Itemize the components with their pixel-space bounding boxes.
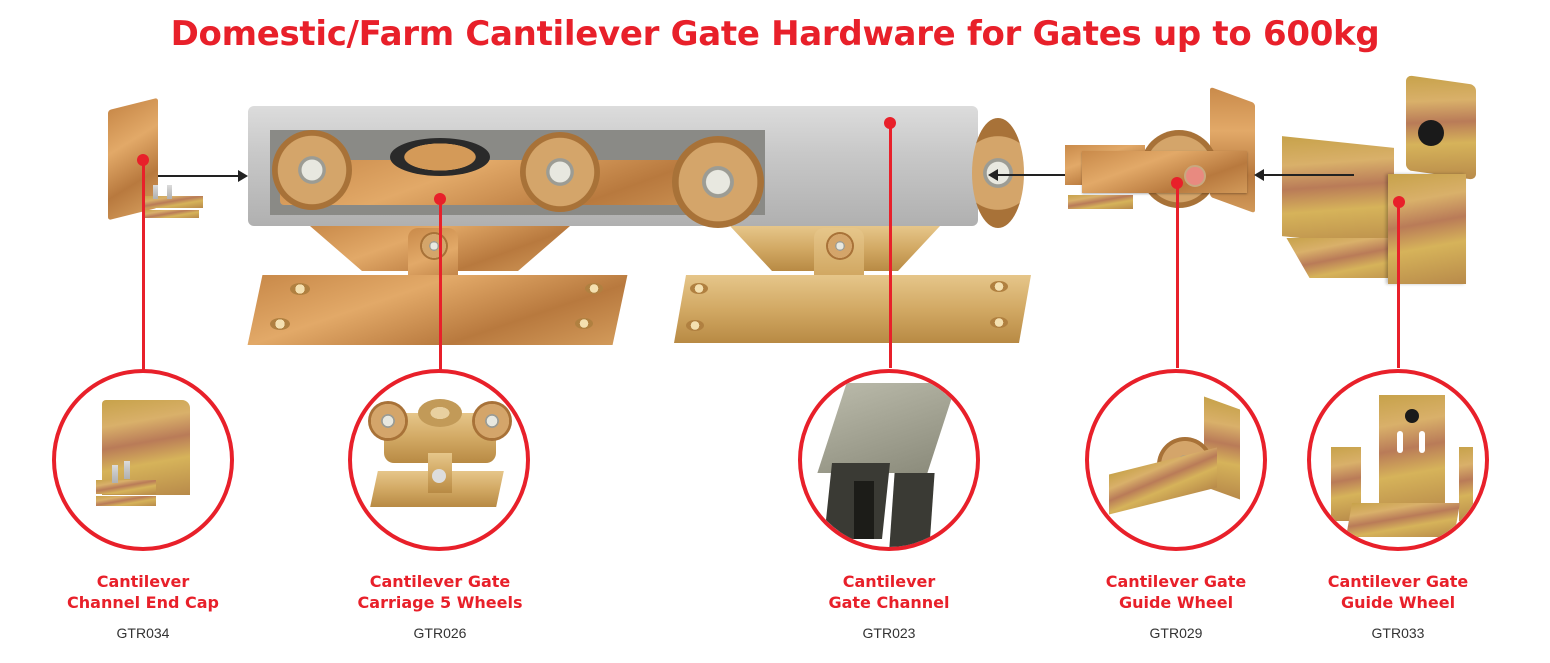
wheel-icon bbox=[520, 132, 600, 212]
product-label-guide-wheel: Cantilever Gate Guide Wheel bbox=[1056, 571, 1296, 613]
product-label-channel: Cantilever Gate Channel bbox=[769, 571, 1009, 613]
product-code-carriage: GTR026 bbox=[413, 625, 467, 641]
guide-bracket-illustration bbox=[1278, 75, 1478, 290]
product-name-line2: Channel End Cap bbox=[67, 593, 219, 612]
product-circle-channel[interactable] bbox=[798, 369, 980, 551]
callout-line-channel bbox=[889, 123, 892, 368]
product-code-end-cap: GTR034 bbox=[116, 625, 170, 641]
product-code-channel: GTR023 bbox=[862, 625, 916, 641]
product-label-carriage: Cantilever Gate Carriage 5 Wheels bbox=[320, 571, 560, 613]
product-circle-carriage[interactable] bbox=[348, 369, 530, 551]
product-code-guide-wheel: GTR029 bbox=[1149, 625, 1203, 641]
end-cap-illustration bbox=[105, 97, 205, 221]
wheel-icon bbox=[972, 118, 1024, 228]
product-label-guide-bracket: Cantilever Gate Guide Wheel bbox=[1278, 571, 1518, 613]
product-name-line2: Guide Wheel bbox=[1118, 593, 1234, 612]
base-plate bbox=[674, 275, 1031, 343]
callout-line-guide-bracket bbox=[1397, 202, 1400, 368]
product-name-line2: Gate Channel bbox=[828, 593, 950, 612]
product-name-line1: Cantilever Gate bbox=[1327, 572, 1469, 591]
product-name-line2: Guide Wheel bbox=[1340, 593, 1456, 612]
arrow-endcap-to-channel bbox=[158, 170, 248, 182]
callout-line-guide-wheel bbox=[1176, 183, 1179, 368]
product-name-line1: Cantilever bbox=[842, 572, 936, 591]
guide-wheel-illustration bbox=[1062, 86, 1262, 215]
product-name-line2: Carriage 5 Wheels bbox=[357, 593, 523, 612]
wheel-icon bbox=[672, 136, 764, 228]
product-label-end-cap: Cantilever Channel End Cap bbox=[23, 571, 263, 613]
product-code-guide-bracket: GTR033 bbox=[1371, 625, 1425, 641]
callout-line-end-cap bbox=[142, 160, 145, 370]
page-title: Domestic/Farm Cantilever Gate Hardware f… bbox=[170, 14, 1380, 54]
callout-line-carriage bbox=[439, 199, 442, 370]
product-name-line1: Cantilever bbox=[96, 572, 190, 591]
product-circle-end-cap[interactable] bbox=[52, 369, 234, 551]
product-circle-guide-wheel[interactable] bbox=[1085, 369, 1267, 551]
product-circle-guide-bracket[interactable] bbox=[1307, 369, 1489, 551]
arrow-bracket-to-guidewheel bbox=[1254, 169, 1354, 181]
product-name-line1: Cantilever Gate bbox=[1105, 572, 1247, 591]
product-name-line1: Cantilever Gate bbox=[369, 572, 511, 591]
arrow-guidewheel-to-channel bbox=[988, 169, 1065, 181]
wheel-icon bbox=[272, 130, 352, 210]
